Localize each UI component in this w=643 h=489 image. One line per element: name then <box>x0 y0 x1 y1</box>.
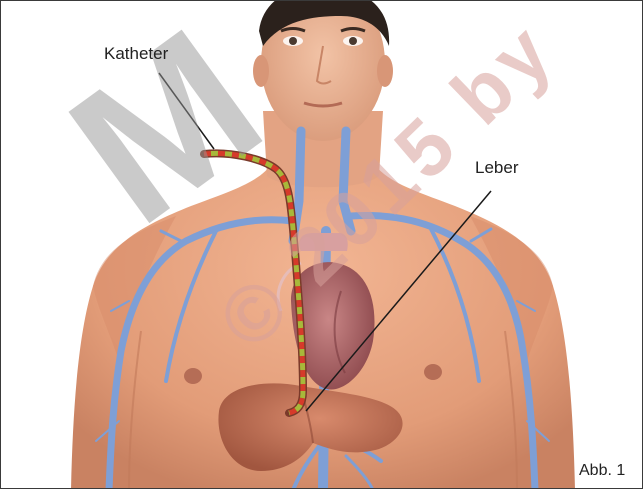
catheter-label: Katheter <box>104 44 168 64</box>
liver-label: Leber <box>475 158 518 178</box>
figure-number: Abb. 1 <box>579 462 625 480</box>
